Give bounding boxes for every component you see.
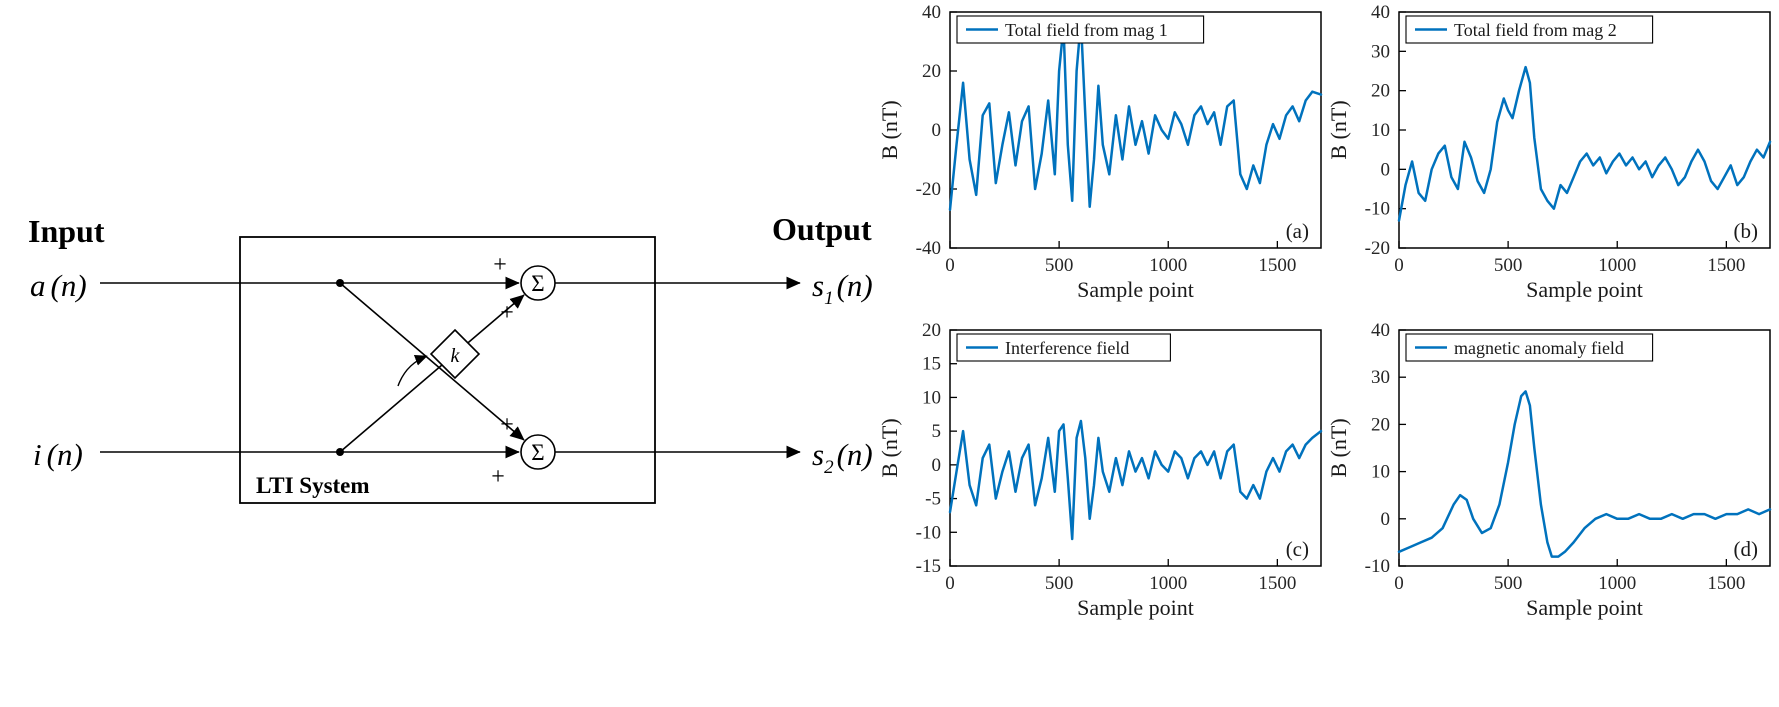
corner-label: (b) bbox=[1734, 219, 1759, 243]
legend-box bbox=[1405, 333, 1654, 362]
axis-box bbox=[1398, 329, 1771, 567]
lti-block-diagram: Input Output a(n) i(n) s1(n) s2(n) LTI S… bbox=[0, 0, 880, 707]
y-tick-label: -10 bbox=[1365, 556, 1390, 577]
input-heading: Input bbox=[28, 213, 105, 249]
corner-label: (c) bbox=[1286, 537, 1309, 561]
y-axis-label: B (nT) bbox=[880, 100, 902, 159]
series-line bbox=[1397, 390, 1772, 558]
y-tick-label: 0 bbox=[1381, 509, 1391, 530]
axis-box bbox=[949, 329, 1322, 567]
legend-box bbox=[1405, 15, 1654, 44]
gain-pointer-arrow bbox=[397, 355, 428, 387]
y-axis-label: B (nT) bbox=[880, 418, 902, 477]
series-line bbox=[948, 19, 1323, 211]
sum-symbol-2: Σ bbox=[531, 440, 544, 465]
y-tick-label: 20 bbox=[1371, 81, 1390, 102]
legend-box bbox=[956, 15, 1205, 44]
x-tick-label: 1500 bbox=[1707, 573, 1745, 594]
x-tick-label: 1000 bbox=[1149, 255, 1187, 276]
input-a-label: a(n) bbox=[30, 268, 87, 303]
x-tick-label: 500 bbox=[1045, 255, 1074, 276]
y-tick-label: -20 bbox=[916, 179, 941, 200]
y-tick-label: 20 bbox=[922, 320, 941, 341]
y-tick-label: 15 bbox=[922, 354, 941, 375]
y-tick-label: 30 bbox=[1371, 41, 1390, 62]
y-tick-label: 30 bbox=[1371, 367, 1390, 388]
x-tick-label: 1500 bbox=[1258, 255, 1296, 276]
output-s1-label: s1(n) bbox=[812, 268, 873, 309]
y-tick-label: 40 bbox=[922, 2, 941, 23]
y-tick-label: 0 bbox=[1381, 159, 1391, 180]
y-tick-label: -20 bbox=[1365, 238, 1390, 259]
y-tick-label: 0 bbox=[932, 455, 942, 476]
y-tick-label: 40 bbox=[1371, 320, 1390, 341]
y-tick-label: 5 bbox=[932, 421, 942, 442]
y-tick-label: -15 bbox=[916, 556, 941, 577]
x-tick-label: 0 bbox=[945, 573, 955, 594]
legend-label: Interference field bbox=[1005, 338, 1129, 358]
corner-label: (d) bbox=[1734, 537, 1759, 561]
legend-label: Total field from mag 2 bbox=[1454, 20, 1617, 40]
plus-sign-sum1-bottom: + bbox=[500, 300, 514, 326]
x-axis-label: Sample point bbox=[1077, 277, 1194, 302]
cross-line-i-to-sum1 bbox=[339, 294, 525, 453]
y-tick-label: 20 bbox=[922, 61, 941, 82]
sum-symbol-1: Σ bbox=[531, 271, 544, 296]
y-tick-label: 40 bbox=[1371, 2, 1390, 23]
series-line bbox=[948, 419, 1323, 541]
y-axis-label: B (nT) bbox=[1329, 100, 1351, 159]
legend-label: Total field from mag 1 bbox=[1005, 20, 1168, 40]
axis-box bbox=[1398, 11, 1771, 249]
input-i-label: i(n) bbox=[33, 437, 83, 472]
x-axis-label: Sample point bbox=[1526, 595, 1643, 620]
y-axis-label: B (nT) bbox=[1329, 418, 1351, 477]
corner-label: (a) bbox=[1286, 219, 1309, 243]
cross-line-a-to-sum2 bbox=[339, 282, 525, 441]
plus-sign-sum2-bottom: + bbox=[491, 464, 505, 490]
y-tick-label: -40 bbox=[916, 238, 941, 259]
x-tick-label: 500 bbox=[1494, 255, 1523, 276]
y-tick-label: 10 bbox=[922, 387, 941, 408]
y-tick-label: -5 bbox=[925, 489, 941, 510]
y-tick-label: 10 bbox=[1371, 462, 1390, 483]
y-tick-label: 20 bbox=[1371, 414, 1390, 435]
plus-sign-sum2-top: + bbox=[500, 412, 514, 438]
x-axis-label: Sample point bbox=[1526, 277, 1643, 302]
x-tick-label: 0 bbox=[1394, 573, 1404, 594]
y-tick-label: 10 bbox=[1371, 120, 1390, 141]
x-tick-label: 1500 bbox=[1707, 255, 1745, 276]
y-tick-label: 0 bbox=[932, 120, 942, 141]
x-tick-label: 1500 bbox=[1258, 573, 1296, 594]
x-tick-label: 0 bbox=[1394, 255, 1404, 276]
x-tick-label: 1000 bbox=[1598, 573, 1636, 594]
output-s2-label: s2(n) bbox=[812, 437, 873, 478]
x-tick-label: 500 bbox=[1045, 573, 1074, 594]
lti-system-box bbox=[239, 236, 656, 504]
y-tick-label: -10 bbox=[916, 522, 941, 543]
output-heading: Output bbox=[772, 211, 872, 247]
plus-sign-sum1-top: + bbox=[493, 252, 507, 278]
x-tick-label: 1000 bbox=[1149, 573, 1187, 594]
x-tick-label: 500 bbox=[1494, 573, 1523, 594]
gain-block bbox=[429, 328, 481, 380]
gain-block-label: k bbox=[451, 345, 461, 367]
y-tick-label: -10 bbox=[1365, 199, 1390, 220]
x-tick-label: 1000 bbox=[1598, 255, 1636, 276]
series-line bbox=[1397, 65, 1772, 222]
x-tick-label: 0 bbox=[945, 255, 955, 276]
chart-interference-field: 0 500 1000 1500 -15 -10 -5 0 5 10 15 20Interference… bbox=[877, 320, 1323, 620]
lti-system-box-label: LTI System bbox=[256, 473, 370, 498]
x-axis-label: Sample point bbox=[1077, 595, 1194, 620]
legend-label: magnetic anomaly field bbox=[1454, 338, 1624, 358]
diagram-svg: Input Output a(n) i(n) s1(n) s2(n) LTI S… bbox=[28, 211, 873, 504]
